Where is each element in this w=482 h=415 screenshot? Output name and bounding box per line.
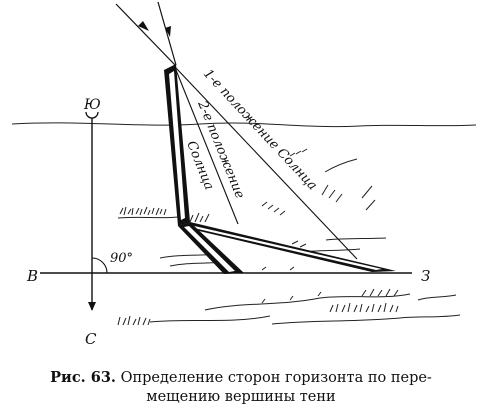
caption-line-1: Рис. 63. Определение сторон горизонта по… [0, 368, 482, 388]
label-east: З [421, 267, 430, 285]
caption-line-2: мещению вершины тени [146, 389, 336, 405]
figure-caption: Рис. 63. Определение сторон горизонта по… [0, 368, 482, 407]
ray-position-2 [175, 69, 239, 225]
shadow-position-1 [178, 222, 396, 272]
shadow-position-2 [178, 222, 244, 274]
label-west: В [26, 267, 38, 285]
sun-ray-1-arrow [138, 21, 149, 31]
caption-lead: Рис. 63. [50, 369, 116, 386]
caption-text-1: Определение сторон горизонта по пере- [120, 370, 432, 386]
grass-texture [117, 148, 461, 326]
pole [164, 64, 190, 226]
sun-ray-2 [157, 1, 177, 66]
horizon-line [11, 122, 477, 128]
sun-symbol [85, 111, 99, 119]
sun-ray-2-arrow [165, 26, 171, 37]
label-north: С [85, 330, 97, 348]
ray-position-1 [175, 67, 358, 260]
label-angle: 90° [110, 251, 133, 266]
label-south: Ю [83, 97, 101, 113]
right-angle-arc [91, 257, 108, 274]
sun-ray-1 [115, 3, 176, 66]
